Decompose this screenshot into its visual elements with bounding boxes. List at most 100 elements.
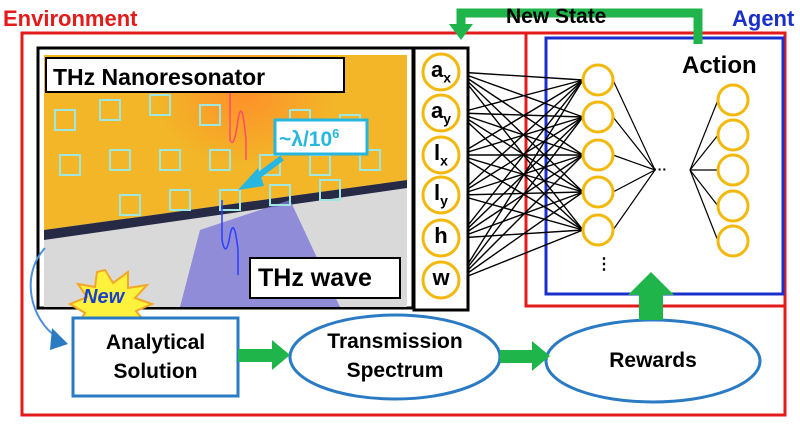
action-label: Action bbox=[682, 52, 757, 79]
rewards-to-agent-arrow-shaft bbox=[639, 292, 663, 320]
resonator-slot bbox=[169, 189, 191, 211]
parameter-node bbox=[421, 175, 461, 215]
network-edge bbox=[457, 116, 584, 239]
network-edge bbox=[457, 154, 584, 193]
agent-title: Agent bbox=[732, 6, 795, 31]
resonator-slot bbox=[109, 149, 131, 171]
resonator-slot bbox=[199, 104, 221, 126]
network-edge bbox=[457, 154, 584, 231]
network-edge bbox=[457, 112, 584, 193]
resonator-slot bbox=[259, 154, 281, 176]
network-edge bbox=[612, 169, 656, 231]
parameter-label: lx bbox=[434, 140, 448, 169]
network-edge bbox=[689, 134, 719, 171]
panel-title-box bbox=[45, 57, 345, 93]
network-edge bbox=[457, 112, 584, 118]
network-edge bbox=[457, 191, 584, 239]
parameter-node bbox=[421, 135, 461, 175]
hidden-node bbox=[581, 175, 615, 209]
network-edge bbox=[457, 79, 584, 196]
parameter-node bbox=[421, 260, 461, 300]
resonator-slot bbox=[269, 184, 291, 206]
wave-label: THz wave bbox=[258, 264, 372, 292]
action-node bbox=[716, 83, 750, 117]
network-edge bbox=[612, 169, 656, 193]
resonator-slot bbox=[99, 99, 121, 121]
parameter-node bbox=[421, 93, 461, 133]
thz-pulse-lower bbox=[221, 200, 239, 275]
arrow-to-transmission-head bbox=[272, 340, 290, 370]
network-edge bbox=[689, 169, 719, 207]
network-edge bbox=[457, 194, 584, 231]
hidden-layer-ellipsis: ··· bbox=[653, 161, 667, 177]
layer-continuation-ellipsis: ⋮ bbox=[596, 256, 612, 273]
new-state-label: New State bbox=[506, 5, 607, 28]
scale-label-box bbox=[273, 118, 369, 156]
resonator-slot bbox=[209, 149, 231, 171]
rewards-label: Rewards bbox=[609, 349, 697, 372]
network-edge bbox=[457, 154, 584, 196]
scale-pointer-arrowhead bbox=[238, 168, 264, 190]
parameter-label: ly bbox=[434, 180, 448, 209]
resonator-slot bbox=[219, 189, 241, 211]
parameter-label: ax bbox=[430, 57, 452, 86]
hidden-node bbox=[581, 100, 615, 134]
network-nodes bbox=[412, 46, 750, 312]
feedback-arrowhead bbox=[50, 328, 68, 350]
network-edge bbox=[457, 112, 584, 156]
arrow-to-transmission bbox=[238, 349, 274, 362]
parameter-node bbox=[421, 52, 461, 92]
parameter-node bbox=[421, 218, 461, 258]
network-edge bbox=[457, 71, 584, 81]
network-edge bbox=[457, 116, 584, 281]
wave-label-box bbox=[249, 257, 401, 299]
network-edge bbox=[457, 79, 584, 281]
network-edge bbox=[457, 116, 584, 196]
network-connections bbox=[457, 71, 719, 281]
thz-pulse-upper bbox=[229, 70, 247, 160]
arrow-to-rewards bbox=[500, 350, 534, 363]
rewards-to-agent-arrowhead bbox=[628, 272, 674, 295]
resonator-slot bbox=[159, 149, 181, 171]
resonator-slot bbox=[319, 179, 341, 201]
network-edge bbox=[457, 116, 584, 156]
network-edge bbox=[457, 79, 584, 239]
resonator-slot bbox=[59, 154, 81, 176]
hidden-node bbox=[581, 138, 615, 172]
resonator-slot bbox=[149, 94, 171, 116]
network-edge bbox=[457, 191, 584, 196]
action-node bbox=[716, 118, 750, 152]
scale-label: ~λ/106 bbox=[279, 126, 340, 151]
network-edge bbox=[457, 71, 584, 156]
new-state-arrow bbox=[456, 8, 703, 44]
hidden-node bbox=[581, 63, 615, 97]
parameter-label: ay bbox=[430, 98, 452, 127]
action-node bbox=[716, 153, 750, 187]
network-edge bbox=[612, 154, 656, 171]
network-edge bbox=[457, 71, 584, 118]
network-edge bbox=[612, 79, 656, 171]
network-edge bbox=[457, 191, 584, 281]
network-edge bbox=[689, 169, 719, 242]
action-node bbox=[716, 189, 750, 223]
resonator-slot bbox=[54, 109, 76, 131]
network-edge bbox=[457, 79, 584, 156]
new-badge-label: New bbox=[83, 286, 125, 308]
hidden-node bbox=[581, 213, 615, 247]
network-edge bbox=[457, 154, 584, 281]
environment-boundary-line bbox=[524, 33, 785, 308]
environment-title: Environment bbox=[3, 6, 138, 31]
action-node bbox=[716, 224, 750, 258]
resonator-slot bbox=[119, 194, 141, 216]
environment-frame bbox=[20, 31, 787, 417]
network-edge bbox=[457, 112, 584, 231]
resonator-slot bbox=[359, 149, 381, 171]
network-edge bbox=[612, 116, 656, 171]
panel-title: THz Nanoresonator bbox=[53, 64, 266, 90]
network-edge bbox=[689, 99, 719, 171]
network-edge bbox=[457, 229, 584, 239]
network-edge bbox=[457, 154, 584, 239]
